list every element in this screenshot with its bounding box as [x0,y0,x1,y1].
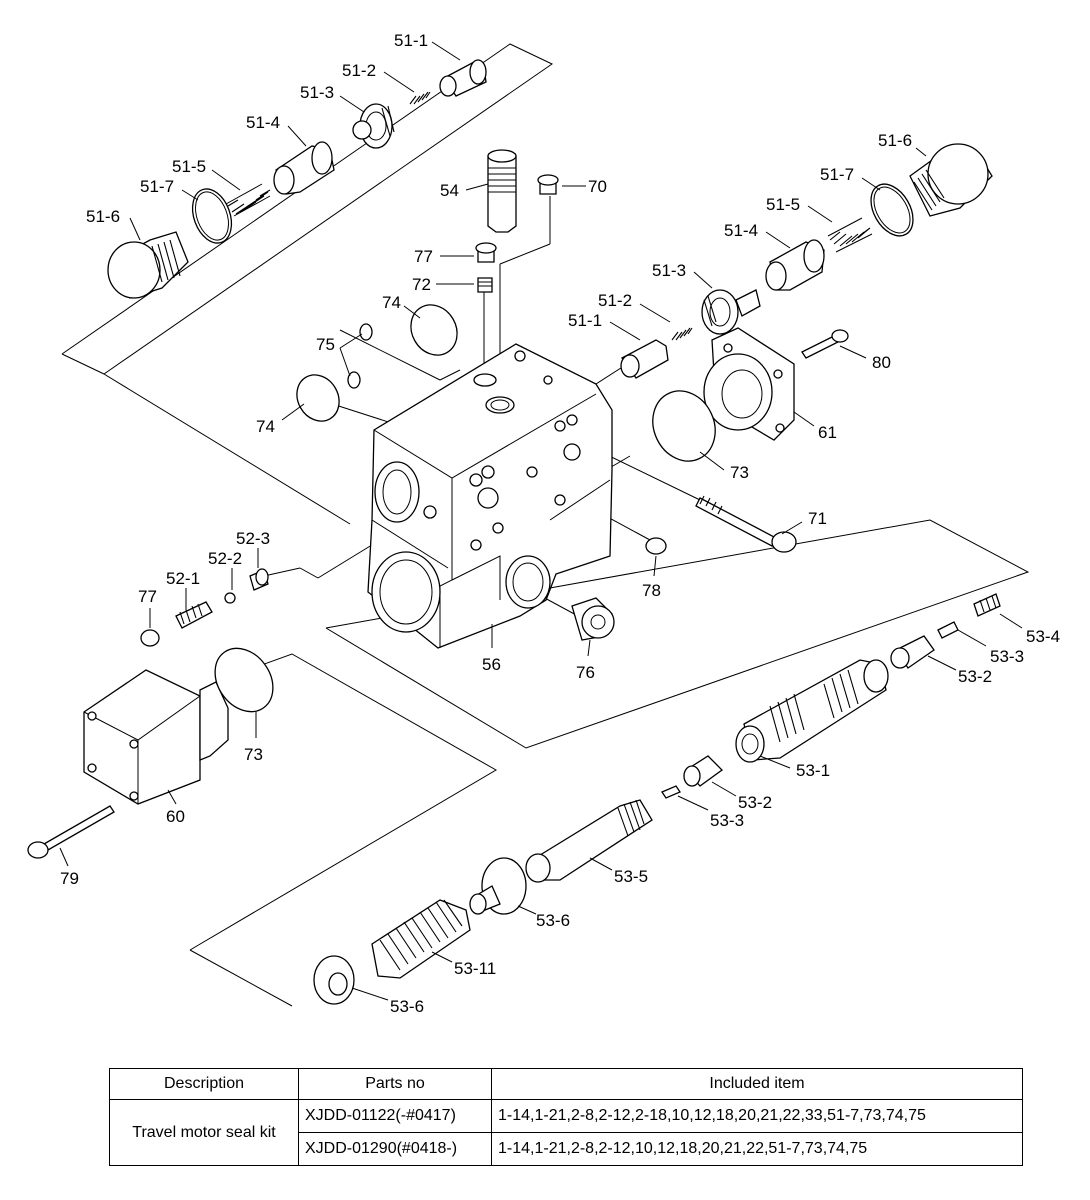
leader-lines [59,41,1023,1001]
label-79: 79 [60,869,79,888]
left-small-parts [140,568,615,647]
label-78: 78 [642,581,661,600]
label-76: 76 [576,663,595,682]
guide-lines [61,43,1030,1007]
label-top-51-3: 51-3 [300,83,334,102]
cap-60-group [27,647,274,859]
label-53-6-lower: 53-6 [390,997,424,1016]
header-parts-no: Parts no [298,1068,492,1100]
label-74-left: 74 [256,417,275,436]
label-53-3-upper: 53-3 [990,647,1024,666]
kit-description-cell: Travel motor seal kit [109,1099,299,1166]
label-74-top: 74 [382,293,401,312]
label-77-left: 77 [138,587,157,606]
label-71: 71 [808,509,827,528]
label-right-51-3: 51-3 [652,261,686,280]
label-53-3-lower: 53-3 [710,811,744,830]
label-right-51-6: 51-6 [878,131,912,150]
label-right-51-5: 51-5 [766,195,800,214]
label-53-2-lower: 53-2 [738,793,772,812]
label-top-51-5: 51-5 [172,157,206,176]
seal-kit-table: Description Parts no Included item Trave… [109,1068,1023,1166]
label-right-51-7: 51-7 [820,165,854,184]
label-top-51-2: 51-2 [342,61,376,80]
label-top-51-6: 51-6 [86,207,120,226]
label-77-top: 77 [414,247,433,266]
label-52-3: 52-3 [236,529,270,548]
table-header-row: Description Parts no Included item [109,1068,1023,1100]
label-60: 60 [166,807,185,826]
label-right-51-4: 51-4 [724,221,758,240]
header-included-item: Included item [491,1068,1023,1100]
part-labels: 51-1 51-2 51-3 51-4 51-5 51-7 51-6 51-6 … [60,31,1060,1016]
label-56: 56 [482,655,501,674]
label-52-2: 52-2 [208,549,242,568]
label-53-6-upper: 53-6 [536,911,570,930]
label-73-right: 73 [730,463,749,482]
label-right-51-1: 51-1 [568,311,602,330]
label-75: 75 [316,335,335,354]
label-top-51-7: 51-7 [140,177,174,196]
label-72: 72 [412,275,431,294]
label-53-4: 53-4 [1026,627,1060,646]
label-top-51-1: 51-1 [394,31,428,50]
label-80: 80 [872,353,891,372]
relief-valve-right [620,143,993,379]
label-53-1: 53-1 [796,761,830,780]
valve-53-group [313,593,1001,1005]
parts-no-cell: XJDD-01122(-#0417) [298,1099,492,1133]
included-item-cell: 1-14,1-21,2-8,2-12,10,12,18,20,21,22,51-… [491,1132,1023,1166]
exploded-parts-diagram: 51-1 51-2 51-3 51-4 51-5 51-7 51-6 51-6 … [27,31,1060,1016]
included-item-cell: 1-14,1-21,2-8,2-12,2-18,10,12,18,20,21,2… [491,1099,1023,1133]
label-53-5: 53-5 [614,867,648,886]
parts-no-cell: XJDD-01290(#0418-) [298,1132,492,1166]
label-52-1: 52-1 [166,569,200,588]
label-top-51-4: 51-4 [246,113,280,132]
label-61: 61 [818,423,837,442]
label-73-lower: 73 [244,745,263,764]
label-53-11: 53-11 [454,959,496,978]
relief-valve-top-left [107,59,487,299]
label-53-2-upper: 53-2 [958,667,992,686]
right-side-parts [645,327,849,555]
table-row: Travel motor seal kit XJDD-01122(-#0417)… [109,1099,1023,1166]
header-description: Description [109,1068,299,1100]
label-right-51-2: 51-2 [598,291,632,310]
label-54: 54 [440,181,459,200]
label-70: 70 [588,177,607,196]
table-row: XJDD-01290(#0418-) 1-14,1-21,2-8,2-12,10… [110,1132,1023,1166]
top-small-parts [296,149,559,422]
valve-body-56 [367,343,613,649]
